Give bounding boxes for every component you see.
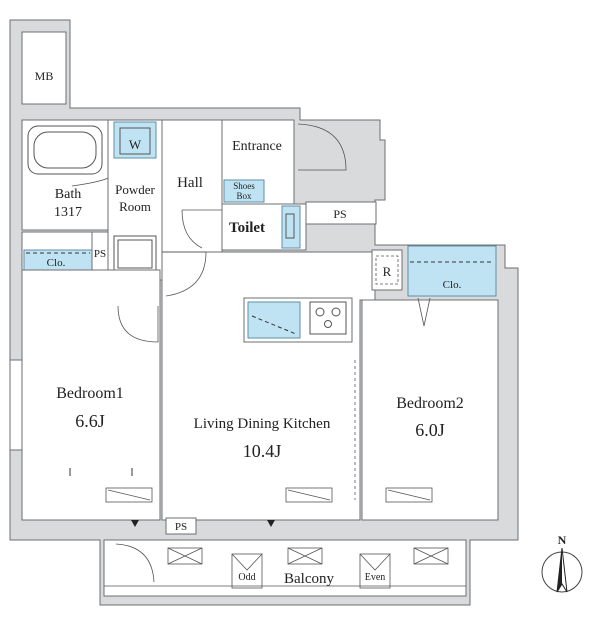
powder-label-2: Room — [119, 199, 151, 214]
washer-box — [119, 127, 151, 155]
burner-3 — [324, 320, 332, 328]
entry-arrow-left — [131, 520, 139, 527]
balcony-door-arc — [115, 543, 155, 583]
toilet-label: Toilet — [229, 220, 265, 236]
bedroom1-window — [9, 359, 23, 451]
outdoor-unit-3 — [413, 547, 449, 565]
shoes-box-label-1: Shoes — [233, 181, 255, 191]
toilet-bowl — [285, 213, 295, 239]
bath-label: Bath — [55, 187, 81, 202]
outdoor-unit-3-x — [413, 547, 449, 565]
even-label: Even — [365, 572, 386, 583]
north-label: N — [558, 533, 567, 547]
bathtub — [27, 125, 103, 175]
bedroom2 — [361, 299, 499, 521]
entry-arrow-mid — [267, 520, 275, 527]
ldk-door-arc — [162, 251, 207, 297]
bedroom2-aircon — [385, 487, 433, 503]
odd-hatch-mark — [231, 553, 263, 571]
hall-label: Hall — [177, 175, 203, 191]
bedroom1-aircon — [105, 487, 153, 503]
bedroom1-door-arc — [117, 305, 159, 343]
outdoor-unit-1-x — [167, 547, 203, 565]
kitchen-sink-mark — [251, 315, 297, 335]
closet-left-label: Clo. — [47, 257, 66, 269]
outdoor-unit-1 — [167, 547, 203, 565]
balcony — [103, 539, 467, 597]
ldk-size: 10.4J — [243, 441, 282, 461]
refrigerator-outline — [375, 255, 399, 285]
outdoor-unit-2 — [287, 547, 323, 565]
bedroom2-label: Bedroom2 — [396, 395, 464, 412]
ps-top-label: PS — [333, 207, 346, 221]
refrigerator-label: R — [383, 264, 392, 279]
closet-right-label: Clo. — [443, 279, 462, 291]
burner-2 — [331, 307, 341, 317]
ldk-label: Living Dining Kitchen — [194, 416, 331, 432]
ldk-aircon — [285, 487, 333, 503]
sink-basin — [117, 239, 153, 269]
hall — [161, 119, 223, 253]
bedroom1-aircon-mark — [107, 489, 151, 501]
washer-label: W — [129, 137, 142, 152]
ldk-aircon-mark — [287, 489, 331, 501]
stove — [309, 301, 347, 335]
ps-bottom-box — [165, 517, 197, 535]
bedroom2-size: 6.0J — [415, 420, 445, 440]
outdoor-unit-2-x — [287, 547, 323, 565]
bedroom1-size: 6.6J — [75, 411, 105, 431]
burner-1 — [315, 307, 325, 317]
bathtub-inner — [33, 131, 97, 169]
refrigerator-space — [371, 249, 403, 291]
bedroom1-label: Bedroom1 — [56, 385, 124, 402]
north-compass — [541, 547, 583, 593]
even-hatch — [359, 553, 391, 589]
mb-label: MB — [35, 69, 54, 83]
odd-label: Odd — [238, 572, 255, 583]
ps-bottom-label: PS — [175, 521, 187, 533]
bedroom2-aircon-mark — [387, 489, 431, 501]
odd-hatch — [231, 553, 263, 589]
mb-room — [21, 31, 67, 105]
closet-right-door — [417, 297, 431, 327]
powder-label-1: Powder — [115, 182, 155, 197]
bath-size-label: 1317 — [54, 205, 82, 220]
even-hatch-mark — [359, 553, 391, 571]
shoes-box-label-2: Box — [236, 191, 252, 201]
hall-door-arc — [181, 209, 222, 249]
entrance-label: Entrance — [232, 139, 282, 154]
closet-right — [407, 245, 497, 297]
toilet-fixture — [281, 205, 301, 249]
ps-left-label: PS — [94, 248, 106, 260]
shoes-box — [223, 179, 265, 203]
balcony-label: Balcony — [284, 571, 334, 587]
bath-door-arc — [71, 177, 109, 187]
living-dining-kitchen — [161, 251, 376, 521]
entrance-door-arc — [297, 123, 347, 171]
ps-top-box — [305, 201, 377, 225]
